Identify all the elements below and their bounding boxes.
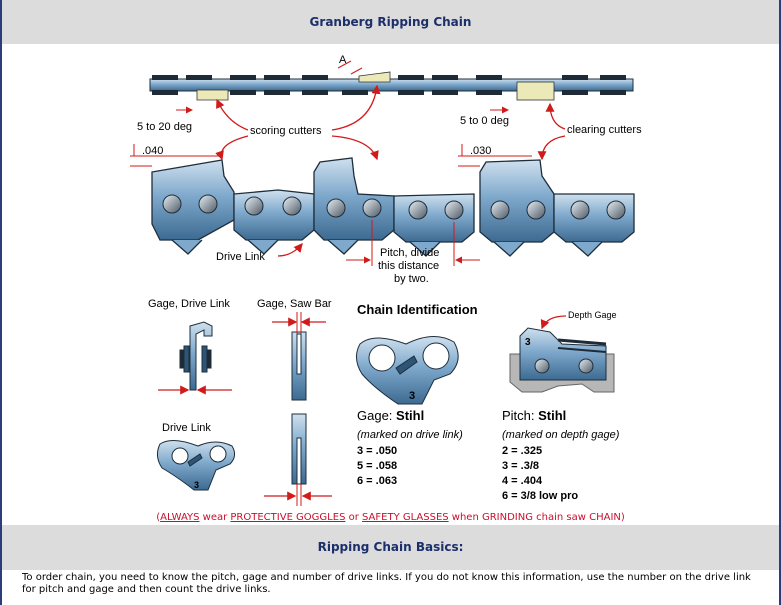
pitch-info-note: (marked on depth gage) <box>502 429 620 441</box>
scoring-angle-label: 5 to 20 deg <box>137 121 192 133</box>
body-paragraph: To order chain, you need to know the pit… <box>22 572 751 595</box>
drive-link-label: Drive Link <box>216 251 265 263</box>
chain-id-figure <box>356 336 459 405</box>
gage-saw-bar-figure <box>291 331 307 485</box>
gage-value: 6 = .063 <box>357 475 397 487</box>
gage-value: 5 = .058 <box>357 460 397 472</box>
gage-drive-link-figure <box>179 321 213 391</box>
safety-warning: (ALWAYS wear PROTECTIVE GOGGLES or SAFET… <box>156 512 625 523</box>
gage-saw-bar-title: Gage, Saw Bar <box>257 298 332 310</box>
gage-value: 3 = .050 <box>357 445 397 457</box>
page-title: Granberg Ripping Chain <box>2 0 779 44</box>
scoring-cutter-right-top <box>358 71 391 83</box>
pitch-value: 4 = .404 <box>502 475 543 487</box>
pitch-label-line2: this distance <box>378 260 439 272</box>
angle-a-label: A <box>339 54 347 66</box>
pitch-label-line1: Pitch, divide <box>380 247 439 259</box>
gage-drive-link-title: Gage, Drive Link <box>148 298 230 310</box>
chain-diagram: A 5 to 20 deg scoring cutters 5 to 0 deg… <box>2 44 779 525</box>
protective-goggles-link[interactable]: PROTECTIVE GOGGLES <box>230 512 346 523</box>
pitch-info-title: Pitch: Stihl <box>502 408 566 423</box>
safety-glasses-link[interactable]: SAFETY GLASSES <box>362 512 449 523</box>
scoring-cutters-label: scoring cutters <box>250 125 322 137</box>
height-040-label: .040 <box>142 145 163 157</box>
chain-id-number: 3 <box>409 390 415 402</box>
depth-gage-label: Depth Gage <box>568 310 617 320</box>
chain-identification-title: Chain Identification <box>357 302 478 317</box>
chain-side-view <box>151 157 635 257</box>
right-border <box>779 0 781 605</box>
always-link[interactable]: ALWAYS <box>160 512 200 523</box>
clearing-cutter-top <box>516 81 555 101</box>
clearing-cutters-label: clearing cutters <box>567 124 642 136</box>
gage-info-note: (marked on drive link) <box>357 429 463 441</box>
drive-link-small-title: Drive Link <box>162 422 211 434</box>
clearing-angle-label: 5 to 0 deg <box>460 115 509 127</box>
pitch-value: 3 = .3/8 <box>502 460 539 472</box>
left-border <box>0 0 2 605</box>
depth-gage-figure <box>509 327 615 393</box>
drive-link-small-number: 3 <box>194 480 199 490</box>
pitch-value: 6 = 3/8 low pro <box>502 490 578 502</box>
pitch-value: 2 = .325 <box>502 445 542 457</box>
pitch-label-line3: by two. <box>394 273 429 285</box>
gage-info-title: Gage: Stihl <box>357 408 424 423</box>
rivets <box>162 194 626 220</box>
section-title: Ripping Chain Basics: <box>2 525 779 570</box>
height-030-label: .030 <box>470 145 491 157</box>
scoring-cutter-left-top <box>196 89 229 101</box>
chain-top-view <box>149 71 634 101</box>
drive-link-small-figure <box>156 440 236 491</box>
depth-gage-number: 3 <box>525 337 531 348</box>
